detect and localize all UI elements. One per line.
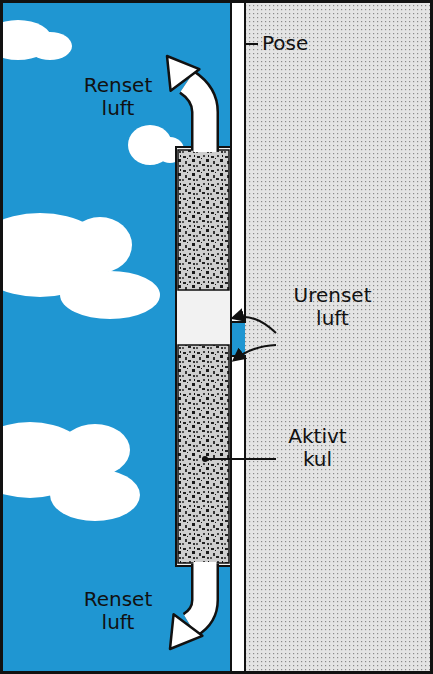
pose-leader [246, 43, 258, 45]
filter-frame [176, 147, 231, 566]
carbon-leader [205, 458, 276, 460]
inflow-arrow [234, 345, 276, 360]
inflow-arrow [233, 317, 276, 333]
outflow-arrow-bottom [170, 562, 205, 649]
bag-wall [231, 0, 245, 674]
part-label: Pose [262, 32, 342, 55]
carbon-upper [178, 150, 229, 290]
air-label: Renset luft [78, 588, 158, 634]
carbon-lower [178, 345, 229, 563]
outflow-arrow-top [167, 56, 205, 152]
air-label: Urenset luft [285, 284, 380, 330]
bag-inside [245, 0, 433, 674]
part-label: Aktivt kul [280, 425, 355, 471]
leader-dot [202, 456, 208, 462]
clouds [0, 20, 184, 521]
air-label: Renset luft [78, 74, 158, 120]
